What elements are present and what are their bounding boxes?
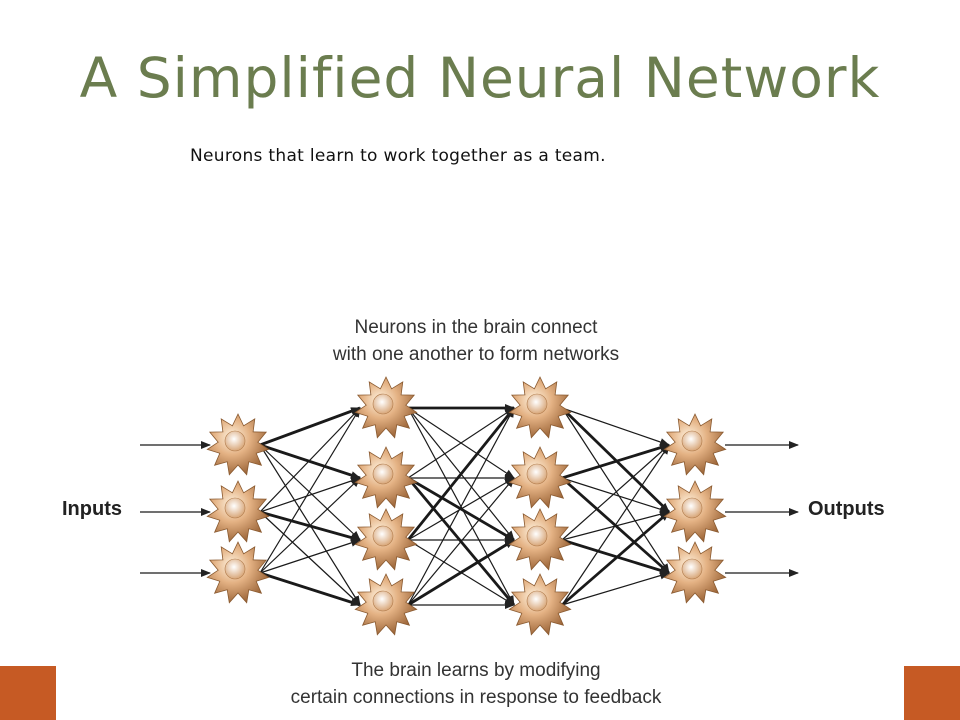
connection-4 xyxy=(259,407,361,513)
neuron-l0-0 xyxy=(206,413,270,476)
connection-26 xyxy=(407,538,515,607)
connections xyxy=(259,404,670,609)
connection-5 xyxy=(259,477,361,513)
neuron-l1-1 xyxy=(354,446,418,509)
caption-bottom-line-2: certain connections in response to feedb… xyxy=(291,687,662,708)
neuron-l2-3 xyxy=(508,573,572,636)
neuron-l3-1 xyxy=(663,480,727,543)
neuron-l1-2 xyxy=(354,508,418,571)
accent-block-left xyxy=(0,666,56,720)
connection-7 xyxy=(259,511,361,606)
connection-32 xyxy=(561,477,670,514)
connection-39 xyxy=(561,571,670,606)
neuron-l1-3 xyxy=(354,573,418,636)
connection-0 xyxy=(259,406,361,447)
connection-38 xyxy=(561,510,670,607)
connection-20 xyxy=(406,407,516,541)
connection-24 xyxy=(407,407,515,606)
connection-30 xyxy=(561,407,670,574)
slide-subtitle: Neurons that learn to work together as a… xyxy=(190,146,606,166)
caption-top-line-2: with one another to form networks xyxy=(332,344,619,365)
neuron-l1-0 xyxy=(354,376,418,439)
neuron-l0-2 xyxy=(206,541,270,604)
neuron-l2-1 xyxy=(508,446,572,509)
connection-25 xyxy=(407,477,515,606)
connection-21 xyxy=(407,477,515,541)
connection-36 xyxy=(561,538,670,575)
connection-29 xyxy=(561,406,670,514)
connection-31 xyxy=(561,443,670,480)
neuron-l2-0 xyxy=(508,376,572,439)
accent-block-right xyxy=(904,666,960,720)
outputs-label: Outputs xyxy=(808,498,885,520)
connection-37 xyxy=(561,444,670,606)
caption-top-line-1: Neurons in the brain connect xyxy=(355,317,599,338)
neuron-l0-1 xyxy=(206,480,270,543)
inputs-label: Inputs xyxy=(62,498,122,520)
caption-bottom-line-1: The brain learns by modifying xyxy=(351,660,600,681)
neuron-l3-2 xyxy=(663,541,727,604)
neurons xyxy=(206,376,727,636)
connection-16 xyxy=(407,407,515,479)
neuron-l2-2 xyxy=(508,508,572,571)
io-arrows xyxy=(140,441,799,577)
connection-28 xyxy=(561,407,670,446)
connection-34 xyxy=(561,444,670,541)
connection-8 xyxy=(259,407,361,574)
connection-10 xyxy=(259,539,361,574)
connection-11 xyxy=(259,571,361,607)
connection-2 xyxy=(259,444,361,541)
neuron-l3-0 xyxy=(663,413,727,476)
connection-1 xyxy=(259,443,361,480)
slide-title: A Simplified Neural Network xyxy=(79,46,881,110)
connection-9 xyxy=(259,477,361,574)
